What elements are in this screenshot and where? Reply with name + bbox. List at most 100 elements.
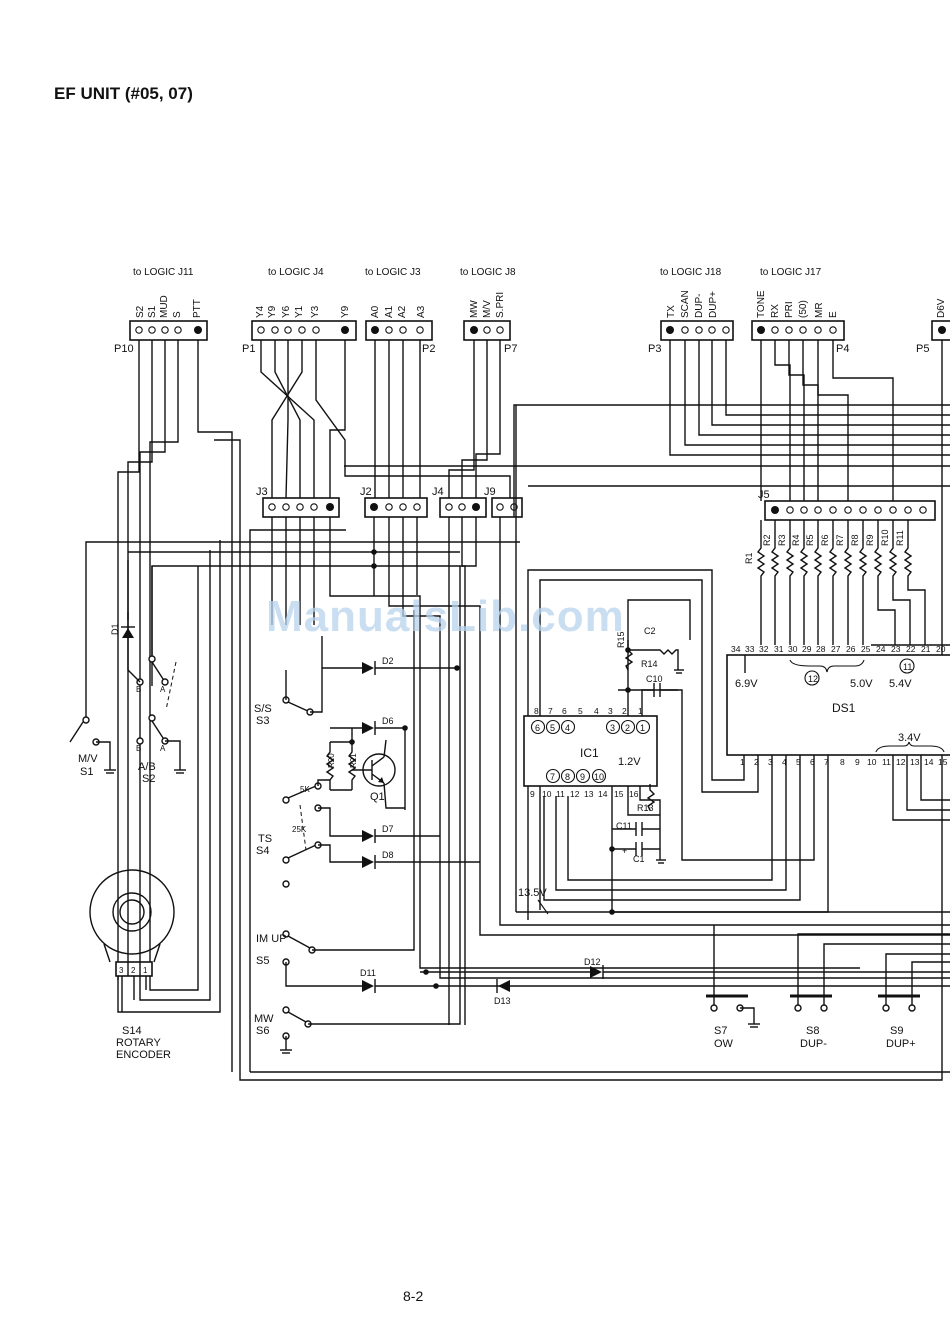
svg-text:8: 8 bbox=[534, 706, 539, 716]
pin-name: A1 bbox=[384, 305, 395, 318]
pin-name: MR bbox=[814, 302, 825, 318]
r2-label: R2 bbox=[762, 534, 772, 546]
pin-name: M/V bbox=[482, 300, 493, 318]
diode-d13 bbox=[496, 979, 510, 993]
svg-text:5: 5 bbox=[578, 706, 583, 716]
header-p1 bbox=[251, 320, 357, 341]
svg-text:1: 1 bbox=[640, 723, 645, 733]
svg-text:27: 27 bbox=[831, 644, 841, 654]
d8-label: D8 bbox=[382, 850, 394, 860]
svg-text:6: 6 bbox=[562, 706, 567, 716]
diode-d11 bbox=[362, 979, 950, 993]
pin-name: A3 bbox=[416, 305, 427, 318]
connector-j2 bbox=[364, 497, 428, 518]
r6-label: R6 bbox=[820, 534, 830, 546]
wires-p7 bbox=[448, 340, 950, 1025]
to-logic-j11-label: to LOGIC J11 bbox=[133, 267, 194, 278]
s7-name: OW bbox=[714, 1038, 734, 1050]
ic1-voltage: 1.2V bbox=[618, 756, 641, 768]
svg-text:4: 4 bbox=[594, 706, 599, 716]
svg-text:12: 12 bbox=[570, 789, 580, 799]
pin-name: TONE bbox=[756, 290, 767, 318]
r7-label: R7 bbox=[835, 534, 845, 546]
r10-label: R10 bbox=[880, 529, 890, 546]
ds1-v-top-right: 5.4V bbox=[889, 678, 912, 690]
svg-text:3: 3 bbox=[610, 723, 615, 733]
svg-text:1: 1 bbox=[638, 706, 643, 716]
connector-j9 bbox=[491, 497, 523, 518]
pin-name: (50) bbox=[798, 300, 809, 318]
ds1-group-top: 12 bbox=[808, 674, 818, 684]
s8-ref: S8 bbox=[806, 1025, 819, 1037]
svg-text:16: 16 bbox=[629, 789, 639, 799]
pin-name: Y3 bbox=[310, 305, 321, 318]
encoder-line1: ROTARY bbox=[116, 1037, 161, 1049]
encoder-pins: 3 2 1 bbox=[119, 966, 148, 975]
svg-text:C1: C1 bbox=[633, 854, 645, 864]
svg-text:C10: C10 bbox=[646, 674, 663, 684]
s2-pos-b: B bbox=[136, 685, 141, 694]
pin-name: Y1 bbox=[294, 305, 305, 318]
s2-pos-a: A bbox=[160, 685, 166, 694]
svg-text:12: 12 bbox=[896, 757, 906, 767]
pin-name: D6V bbox=[936, 298, 947, 318]
pin-name: A2 bbox=[397, 305, 408, 318]
r21-label: R21 bbox=[349, 753, 358, 768]
pin-name: Y9 bbox=[340, 305, 351, 318]
s3-name: S/S bbox=[254, 703, 272, 715]
switch-s2 bbox=[127, 566, 181, 770]
r9-label: R9 bbox=[865, 534, 875, 546]
d1-label: D1 bbox=[110, 623, 120, 635]
svg-text:6: 6 bbox=[535, 723, 540, 733]
ds1-body bbox=[726, 654, 950, 756]
svg-text:23: 23 bbox=[891, 644, 901, 654]
r1-label: R1 bbox=[744, 552, 754, 564]
switch-s6 bbox=[282, 566, 461, 1050]
connector-p7-label: P7 bbox=[504, 343, 517, 355]
d12-label: D12 bbox=[584, 957, 601, 967]
transistor-q1 bbox=[352, 739, 405, 809]
to-logic-j18-label: to LOGIC J18 bbox=[660, 267, 722, 278]
diode-d7 bbox=[362, 829, 440, 843]
svg-text:10: 10 bbox=[867, 757, 877, 767]
s2-pos-a: A bbox=[160, 744, 166, 753]
d11-label: D11 bbox=[360, 968, 376, 978]
svg-text:C11: C11 bbox=[616, 821, 632, 831]
pin-name: S1 bbox=[147, 305, 158, 318]
svg-text:9: 9 bbox=[855, 757, 860, 767]
svg-text:22: 22 bbox=[906, 644, 916, 654]
pin-name: MW bbox=[469, 300, 480, 318]
ds1-group-circle bbox=[899, 658, 915, 674]
connector-p1-label: P1 bbox=[242, 343, 255, 355]
diode-d12 bbox=[420, 965, 950, 979]
svg-text:R15: R15 bbox=[616, 631, 626, 648]
wires-p3-p4 bbox=[214, 340, 950, 1081]
to-logic-j17-label: to LOGIC J17 bbox=[760, 267, 822, 278]
to-logic-j8-label: to LOGIC J8 bbox=[460, 267, 516, 278]
header-p3 bbox=[660, 320, 734, 341]
pin-name: Y9 bbox=[267, 305, 278, 318]
ds1-group-bracket bbox=[789, 659, 865, 673]
switch-s1 bbox=[69, 716, 111, 770]
svg-text:14: 14 bbox=[924, 757, 934, 767]
s9-name: DUP+ bbox=[886, 1038, 916, 1050]
wires-p10 bbox=[117, 340, 233, 1072]
q1-label: Q1 bbox=[370, 791, 385, 803]
pin-name: PTT bbox=[192, 299, 203, 318]
svg-text:13: 13 bbox=[584, 789, 594, 799]
svg-text:20: 20 bbox=[936, 644, 946, 654]
switch-s3 bbox=[282, 636, 362, 716]
s9-ref: S9 bbox=[890, 1025, 903, 1037]
diode-d8 bbox=[362, 855, 480, 869]
r11-label: R11 bbox=[895, 530, 905, 546]
rail-13v5 bbox=[515, 405, 950, 913]
svg-text:9: 9 bbox=[580, 772, 585, 782]
connector-j3 bbox=[262, 497, 340, 518]
svg-text:2: 2 bbox=[131, 966, 136, 975]
junction-dots bbox=[349, 549, 460, 989]
svg-text:11: 11 bbox=[556, 789, 565, 799]
s2-ref: S2 bbox=[142, 773, 155, 785]
r4-label: R4 bbox=[791, 534, 801, 546]
to-logic-j4-label: to LOGIC J4 bbox=[268, 267, 324, 278]
